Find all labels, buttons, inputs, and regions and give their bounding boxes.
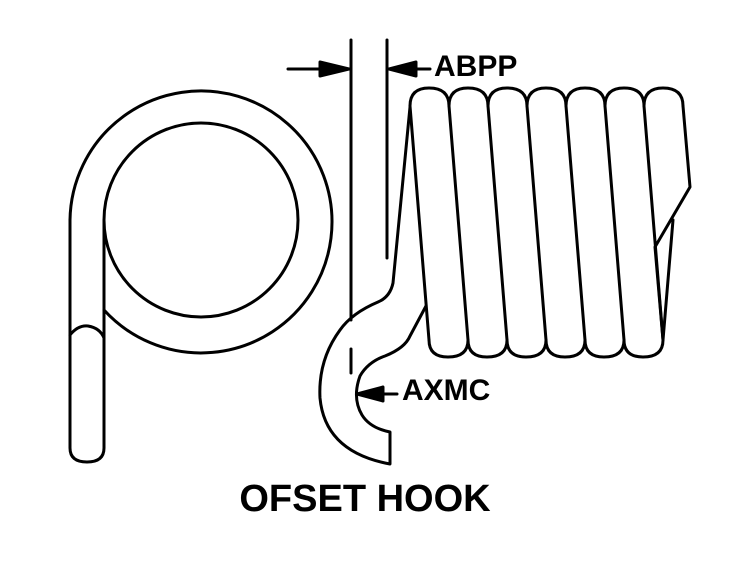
coil-top-arc [564, 86, 607, 108]
coil-top-arc [408, 86, 451, 108]
coil-top-arc [603, 86, 646, 108]
coil-bottom-arc [427, 338, 470, 359]
dimension-abpp [286, 38, 432, 375]
coil-top-arc [642, 86, 685, 108]
coil-turn-line [525, 104, 548, 342]
dimension-axmc [355, 385, 399, 403]
coil-bottom-arc [622, 338, 665, 359]
coil-turn-line [564, 104, 587, 342]
coil-end-outline [653, 104, 692, 342]
arrow-left-pointing-icon [387, 60, 418, 78]
coil-top-arc [486, 86, 529, 108]
end-loop [68, 89, 334, 464]
coil-body [408, 86, 692, 359]
coil-bottom-arc [466, 338, 509, 359]
loop-leg [68, 218, 106, 464]
arrow-right-pointing-icon [318, 60, 351, 78]
coil-end-line [661, 218, 675, 342]
offset-hook [318, 105, 428, 466]
coil-top-arc [447, 86, 490, 108]
coil-turn-line [408, 104, 431, 342]
arrow-left-pointing-icon [355, 385, 385, 403]
leg-cap [68, 324, 106, 340]
label-axmc: AXMC [402, 374, 491, 407]
coil-turn-line [603, 104, 626, 342]
coil-bottom-arc [544, 338, 587, 359]
coil-top-arc [525, 86, 568, 108]
coil-bottom-arc [583, 338, 626, 359]
coil-bottom-arc [505, 338, 548, 359]
hook-outline [318, 105, 428, 466]
coil-turn-line [486, 104, 509, 342]
coil-turn-line [447, 104, 470, 342]
label-abpp: ABPP [434, 50, 518, 83]
loop-inner-circle [102, 121, 300, 319]
diagram-title: OFSET HOOK [239, 478, 491, 520]
loop-outer-arc [68, 89, 334, 355]
